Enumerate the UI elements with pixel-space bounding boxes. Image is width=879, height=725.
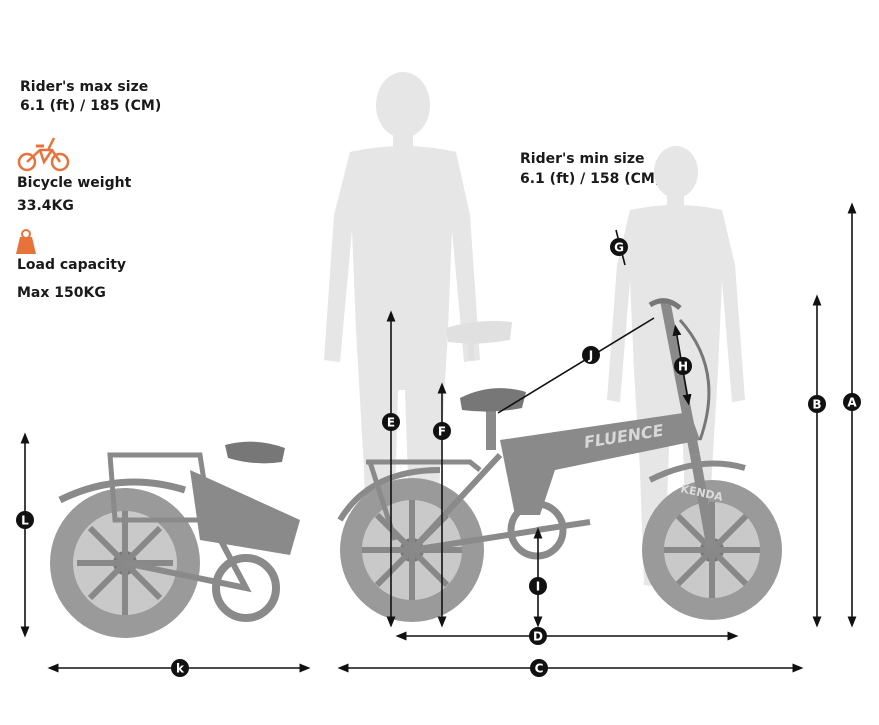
marker-l: L bbox=[16, 511, 34, 529]
bicycle-icon bbox=[17, 137, 70, 172]
marker-c: C bbox=[530, 659, 548, 677]
load-capacity-value: Max 150KG bbox=[17, 285, 106, 301]
bicycle-weight-value: 33.4KG bbox=[17, 198, 74, 214]
marker-b: B bbox=[808, 395, 826, 413]
folded-bike bbox=[50, 441, 300, 638]
marker-k: k bbox=[171, 659, 189, 677]
marker-j: J bbox=[582, 346, 600, 364]
marker-e: E bbox=[382, 413, 400, 431]
marker-a: A bbox=[843, 393, 861, 411]
svg-text:I: I bbox=[536, 580, 540, 594]
svg-text:D: D bbox=[533, 630, 543, 644]
dimension-line-j bbox=[497, 317, 655, 414]
bicycle-weight-label: Bicycle weight bbox=[17, 175, 132, 191]
svg-text:L: L bbox=[21, 514, 29, 528]
load-capacity-label: Load capacity bbox=[17, 257, 127, 273]
svg-text:J: J bbox=[588, 349, 593, 363]
max-size-label: Rider's max size bbox=[20, 79, 149, 95]
max-rider-silhouette bbox=[324, 72, 480, 602]
weight-icon bbox=[16, 229, 36, 254]
svg-text:H: H bbox=[678, 360, 688, 374]
svg-text:G: G bbox=[614, 241, 624, 255]
svg-text:k: k bbox=[176, 662, 185, 676]
svg-text:F: F bbox=[438, 425, 446, 439]
svg-text:B: B bbox=[812, 398, 821, 412]
svg-text:E: E bbox=[387, 416, 395, 430]
marker-d: D bbox=[529, 627, 547, 645]
marker-g: G bbox=[610, 238, 628, 256]
marker-f: F bbox=[433, 422, 451, 440]
min-size-label: Rider's min size bbox=[520, 151, 645, 167]
svg-text:A: A bbox=[847, 396, 857, 410]
min-size-value: 6.1 (ft) / 158 (CM) bbox=[520, 171, 662, 187]
svg-text:C: C bbox=[535, 662, 544, 676]
max-size-value: 6.1 (ft) / 185 (CM) bbox=[20, 98, 162, 114]
marker-h: H bbox=[674, 357, 692, 375]
marker-i: I bbox=[529, 577, 547, 595]
